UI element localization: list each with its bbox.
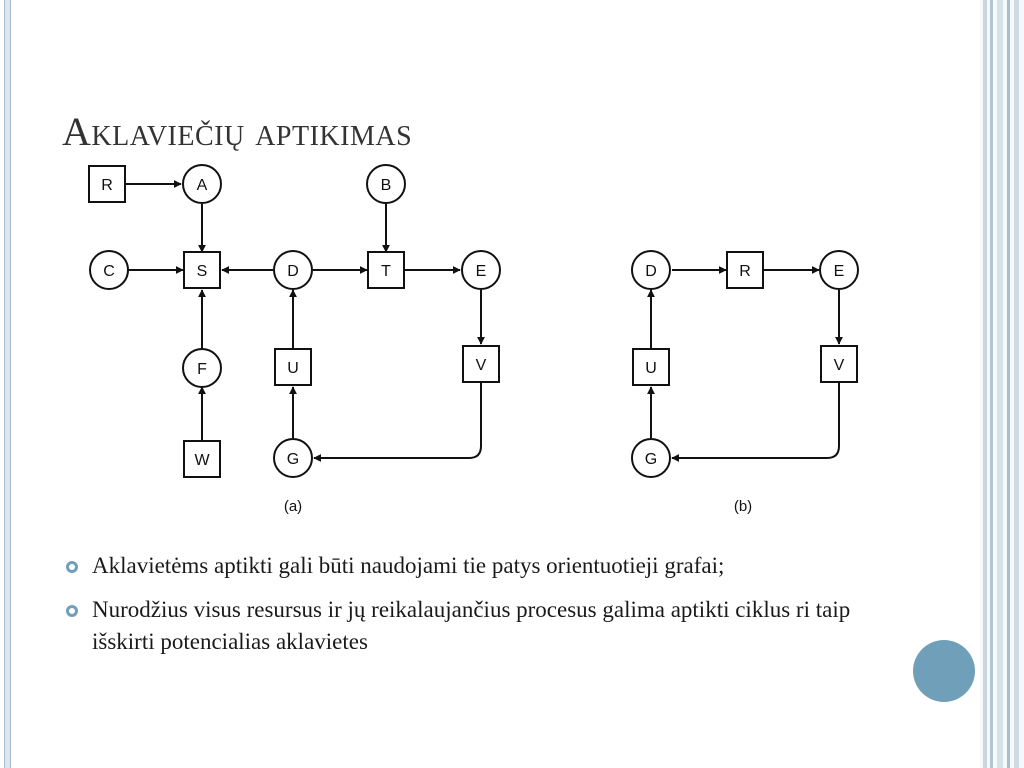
label-a-B: B — [381, 177, 392, 194]
node-a-E — [461, 250, 501, 290]
label-a-W: W — [194, 452, 210, 469]
label-a-A: A — [197, 177, 208, 194]
caption-b: (b) — [734, 498, 752, 515]
node-b-E — [819, 250, 859, 290]
label-a-V: V — [476, 357, 487, 374]
node-a-B — [366, 164, 406, 204]
label-a-G: G — [287, 451, 299, 468]
bullet-text: Nurodžius visus resursus ir jų reikalauj… — [92, 597, 851, 654]
slide-title: Aklaviečių aptikimas — [62, 109, 413, 154]
node-b-U — [632, 348, 670, 386]
label-b-G: G — [645, 451, 657, 468]
label-b-R: R — [739, 263, 751, 280]
bullet-marker-icon — [66, 561, 78, 573]
bullet-text: Aklavietėms aptikti gali būti naudojami … — [92, 553, 725, 578]
node-b-V — [820, 345, 858, 383]
node-a-D — [273, 250, 313, 290]
node-a-G — [273, 438, 313, 478]
left-border-rule — [4, 0, 11, 768]
graph-a-nodes — [88, 164, 501, 478]
label-a-E: E — [476, 263, 487, 280]
label-b-D: D — [645, 263, 657, 280]
node-a-C — [89, 250, 129, 290]
node-labels: R A B C S D T E F U V W G D R E U V G (a… — [101, 177, 844, 515]
bullet-marker-icon — [66, 605, 78, 617]
resource-allocation-graph: R A B C S D T E F U V W G D R E U V G (a… — [88, 164, 859, 515]
label-b-V: V — [834, 357, 845, 374]
caption-a: (a) — [284, 498, 302, 515]
node-b-G — [631, 438, 671, 478]
node-a-T — [367, 251, 405, 289]
node-b-R — [726, 251, 764, 289]
label-a-C: C — [103, 263, 115, 280]
label-a-F: F — [197, 361, 207, 378]
label-a-D: D — [287, 263, 299, 280]
bullet-item: Aklavietėms aptikti gali būti naudojami … — [66, 550, 896, 582]
node-a-W — [183, 440, 221, 478]
label-a-T: T — [381, 263, 391, 280]
right-decorative-band — [980, 0, 1024, 768]
bullet-item: Nurodžius visus resursus ir jų reikalauj… — [66, 594, 896, 658]
label-b-U: U — [645, 360, 657, 377]
node-a-V — [462, 345, 500, 383]
graph-b-edges — [647, 266, 843, 462]
bullet-list: Aklavietėms aptikti gali būti naudojami … — [66, 550, 896, 670]
graph-b-nodes — [631, 250, 859, 478]
decorative-circle — [913, 640, 975, 702]
node-a-F — [182, 348, 222, 388]
label-a-S: S — [197, 263, 208, 280]
label-a-R: R — [101, 177, 113, 194]
node-b-D — [631, 250, 671, 290]
graph-a-edges — [125, 180, 485, 462]
node-a-R — [88, 165, 126, 203]
node-a-U — [274, 348, 312, 386]
label-b-E: E — [834, 263, 845, 280]
node-a-S — [183, 251, 221, 289]
label-a-U: U — [287, 360, 299, 377]
node-a-A — [182, 164, 222, 204]
